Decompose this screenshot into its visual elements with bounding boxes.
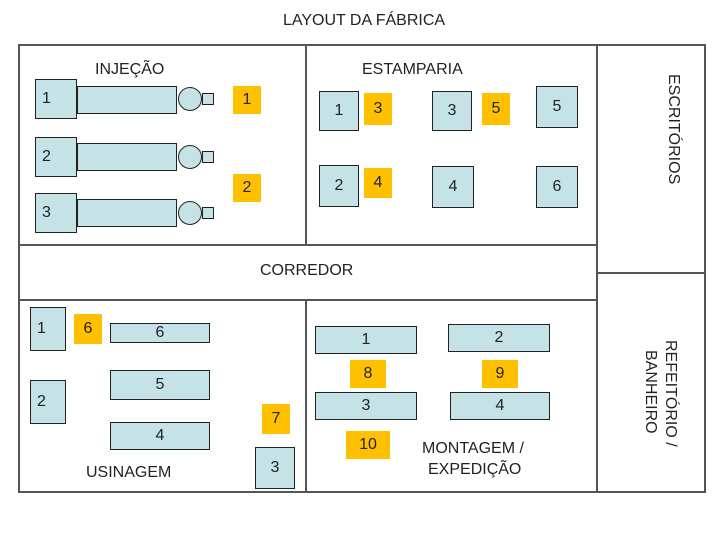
area-label-refeitorio: REFEITÓRIO / (662, 340, 679, 447)
area-label-escritorios: ESCRITÓRIOS (665, 74, 682, 185)
diagram-title: LAYOUT DA FÁBRICA (282, 12, 446, 29)
injecao-barrel-1 (77, 86, 177, 114)
estamparia-machine-1: 1 (319, 91, 359, 131)
injecao-machine-2: 2 (35, 137, 77, 177)
office-divider (596, 44, 598, 493)
montagem-station-2: 2 (448, 324, 550, 352)
injecao-nozzle-3-icon (202, 207, 214, 219)
injecao-motor-1-icon (178, 87, 202, 111)
injecao-motor-2-icon (178, 145, 202, 169)
injecao-barrel-3 (77, 199, 177, 227)
usinagem-machine-4: 4 (110, 422, 210, 450)
montagem-tag-10: 10 (346, 431, 390, 459)
estamparia-tag-4: 4 (364, 168, 392, 198)
area-label-injecao: INJEÇÃO (95, 61, 165, 78)
estamparia-machine-3: 3 (432, 91, 472, 131)
usinagem-machine-3: 3 (255, 447, 295, 489)
area-label-montagem: MONTAGEM / (422, 440, 524, 457)
montagem-tag-9: 9 (482, 360, 518, 388)
usinagem-machine-5: 5 (110, 370, 210, 400)
injecao-tag-1: 1 (233, 86, 261, 114)
estamparia-tag-3: 3 (364, 93, 392, 125)
usinagem-tag-7: 7 (262, 404, 290, 434)
corridor-bottom-wall (18, 299, 598, 301)
montagem-station-1: 1 (315, 326, 417, 354)
estamparia-machine-6: 6 (536, 166, 578, 208)
estamparia-tag-5: 5 (482, 93, 510, 125)
estamparia-machine-5: 5 (536, 86, 578, 128)
injecao-machine-1: 1 (35, 79, 77, 119)
usinagem-machine-1: 1 (30, 307, 66, 351)
injecao-tag-2: 2 (233, 174, 261, 202)
usinagem-tag-6: 6 (74, 314, 102, 344)
injecao-nozzle-2-icon (202, 151, 214, 163)
estamparia-machine-4: 4 (432, 166, 474, 208)
montagem-tag-8: 8 (350, 360, 386, 388)
corridor-top-wall (18, 244, 598, 246)
area-label-estamparia: ESTAMPARIA (362, 61, 463, 78)
injecao-estamparia-divider (305, 44, 307, 244)
injecao-barrel-2 (77, 143, 177, 171)
area-label-banheiro: BANHEIRO (642, 350, 659, 434)
usinagem-machine-2: 2 (30, 380, 66, 424)
usinagem-machine-6: 6 (110, 323, 210, 343)
usinagem-montagem-divider (305, 299, 307, 493)
injecao-motor-3-icon (178, 201, 202, 225)
area-label-corredor: CORREDOR (260, 262, 354, 279)
injecao-machine-3: 3 (35, 193, 77, 233)
office-split (596, 272, 706, 274)
montagem-station-4: 4 (450, 392, 550, 420)
area-label-expedicao: EXPEDIÇÃO (428, 461, 522, 478)
injecao-nozzle-1-icon (202, 93, 214, 105)
montagem-station-3: 3 (315, 392, 417, 420)
estamparia-machine-2: 2 (319, 165, 359, 207)
area-label-usinagem: USINAGEM (86, 464, 172, 481)
factory-outline (18, 44, 706, 493)
